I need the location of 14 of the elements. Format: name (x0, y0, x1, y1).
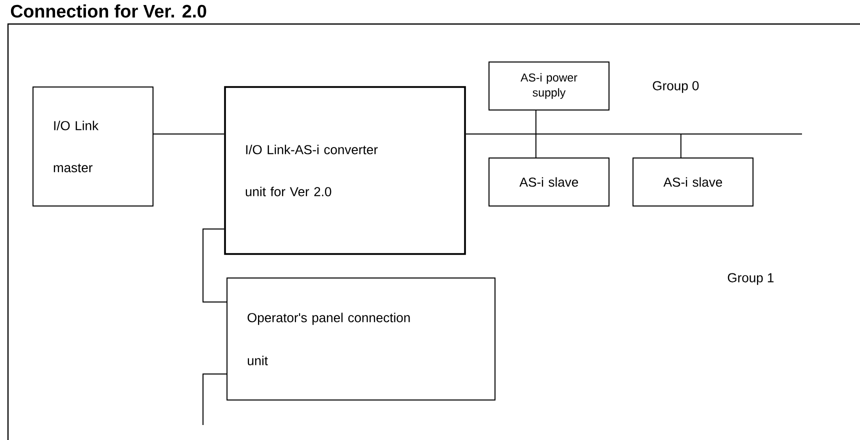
process-box: Operator's panel connection unit (226, 278, 496, 400)
connector-line (535, 110, 536, 134)
group-label: Group 1 (728, 273, 774, 285)
title: Connection for Ver. 2.0 (10, 4, 206, 18)
connector-line (202, 228, 227, 302)
connector-line (202, 374, 227, 426)
process-box: AS-i slave (488, 158, 610, 206)
process-box: I/O Link master (32, 86, 154, 206)
process-box: AS-i slave (632, 158, 754, 206)
connector-line (680, 134, 682, 158)
connector-line (535, 134, 536, 158)
process-box: AS-i power supply (488, 62, 610, 110)
group-label: Group 0 (652, 81, 699, 93)
process-box: I/O Link-AS-i converter unit for Ver 2.0 (224, 86, 466, 255)
